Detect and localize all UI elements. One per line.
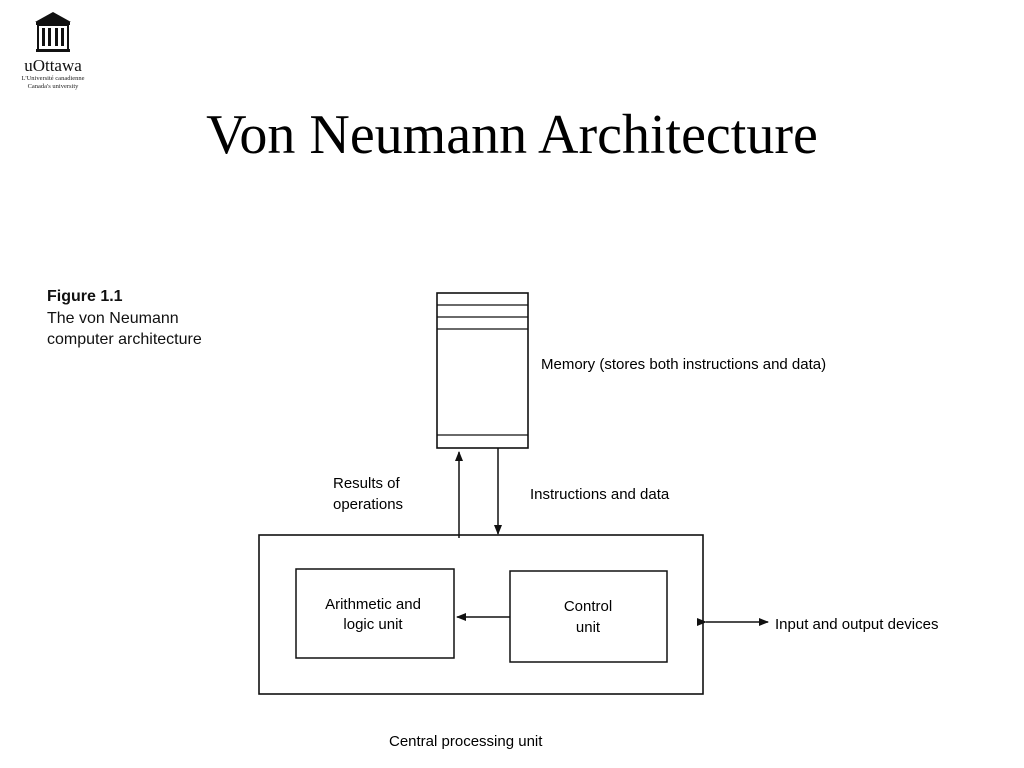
slide-title: Von Neumann Architecture bbox=[206, 104, 818, 166]
logo-name: uOttawa bbox=[24, 56, 82, 75]
cpu-label: Central processing unit bbox=[389, 733, 543, 750]
building-icon bbox=[35, 12, 71, 52]
figure-caption: Figure 1.1 The von Neumann computer arch… bbox=[47, 286, 202, 350]
cpu-box bbox=[258, 534, 704, 695]
university-logo: uOttawa L'Université canadienne Canada's… bbox=[8, 10, 98, 91]
logo-tagline-fr: L'Université canadienne bbox=[21, 75, 85, 82]
memory-label: Memory (stores both instructions and dat… bbox=[541, 356, 826, 373]
memory-block bbox=[436, 292, 529, 449]
caption-line-1: The von Neumann bbox=[47, 310, 179, 327]
alu-box bbox=[295, 568, 455, 659]
io-label: Input and output devices bbox=[775, 616, 938, 633]
control-label-line-1: Control bbox=[564, 598, 612, 615]
results-label-line-1: Results of bbox=[333, 475, 401, 492]
instructions-label: Instructions and data bbox=[530, 486, 670, 503]
results-label-line-2: operations bbox=[333, 496, 403, 513]
control-unit-box bbox=[509, 570, 668, 663]
caption-line-2: computer architecture bbox=[47, 331, 202, 348]
alu-label-line-2: logic unit bbox=[343, 616, 403, 633]
logo-tagline-en: Canada's university bbox=[27, 83, 79, 90]
alu-label-line-1: Arithmetic and bbox=[325, 596, 421, 613]
control-label-line-2: unit bbox=[576, 619, 601, 636]
figure-number: Figure 1.1 bbox=[47, 288, 123, 305]
